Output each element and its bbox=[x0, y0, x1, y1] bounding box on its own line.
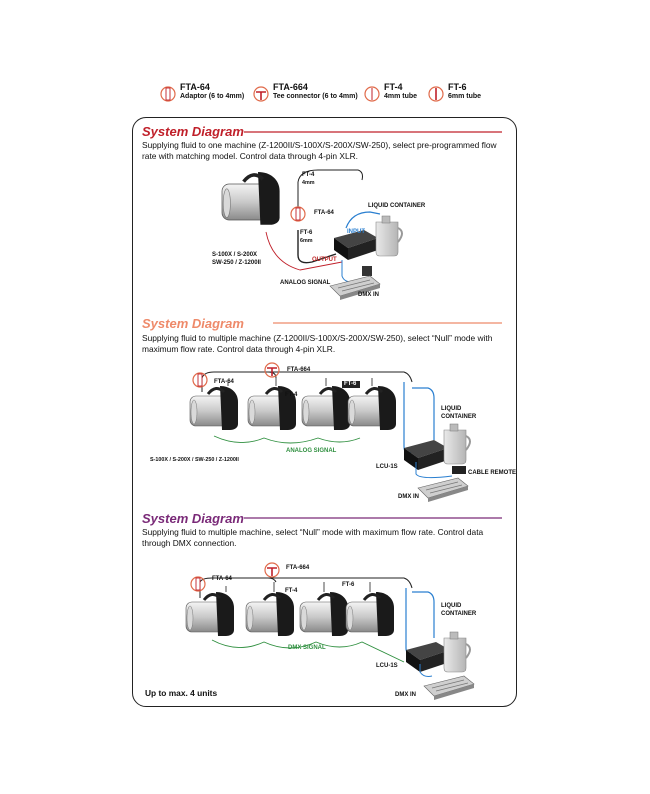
s1-output-label: OUTPUT bbox=[312, 257, 337, 263]
section1-title: System Diagram bbox=[142, 124, 244, 139]
section3-machine-1 bbox=[184, 590, 236, 638]
tube-icon bbox=[364, 86, 380, 102]
s1-liquid-container-label: LIQUID CONTAINER bbox=[368, 203, 426, 209]
s2-models-label: S-100X / S-200X / SW-250 / Z-1200II bbox=[150, 457, 239, 463]
section3-machine-3 bbox=[298, 590, 350, 638]
s3-dmx-in-label: DMX IN bbox=[395, 692, 416, 698]
section3-machine-4 bbox=[344, 590, 396, 638]
s3-ft4-label: FT-4 bbox=[285, 588, 298, 594]
section2-title: System Diagram bbox=[142, 316, 244, 331]
section3-machine-2 bbox=[244, 590, 296, 638]
s1-models-label-2: SW-250 / Z-1200II bbox=[212, 260, 261, 266]
s1-fta64-label: FTA-64 bbox=[314, 210, 334, 216]
s1-ft6-size: 6mm bbox=[300, 238, 313, 244]
legend-desc: Adaptor (6 to 4mm) bbox=[180, 93, 245, 100]
s3-container-label: CONTAINER bbox=[441, 611, 477, 617]
s3-dmx-signal-label: DMX SIGNAL bbox=[288, 645, 326, 651]
section3-title: System Diagram bbox=[142, 511, 244, 526]
s3-fta64-label: FTA-64 bbox=[212, 576, 232, 582]
tube-icon bbox=[428, 86, 444, 102]
section1-description: Supplying fluid to one machine (Z-1200II… bbox=[142, 140, 497, 161]
s2-container-label: CONTAINER bbox=[441, 414, 477, 420]
s1-input-label: INPUT bbox=[347, 229, 365, 235]
legend-code: FTA-664 bbox=[273, 82, 308, 92]
legend-code: FT-4 bbox=[384, 82, 403, 92]
s1-models-label: S-100X / S-200X bbox=[212, 252, 258, 258]
s2-dmx-in-label: DMX IN bbox=[398, 494, 419, 500]
s3-fta664-label: FTA-664 bbox=[286, 565, 310, 571]
tee-connector-icon bbox=[253, 86, 269, 102]
accessory-legend: FTA-64 Adaptor (6 to 4mm) FTA-664 Tee co… bbox=[0, 82, 650, 112]
section2-description: Supplying fluid to multiple machine (Z-1… bbox=[142, 333, 493, 354]
s1-dmx-in-label: DMX IN bbox=[358, 292, 379, 298]
s1-ft4-label: FT-4 bbox=[302, 172, 315, 178]
s2-cable-remote-label: CABLE REMOTE bbox=[468, 470, 516, 476]
s3-liquid-label: LIQUID bbox=[441, 603, 462, 609]
legend-desc: 6mm tube bbox=[448, 93, 482, 100]
section1-machine bbox=[220, 170, 282, 227]
adaptor-icon bbox=[160, 86, 176, 102]
s2-ft6-label: FT-6 bbox=[344, 381, 357, 387]
s2-fta664-label: FTA-664 bbox=[287, 367, 311, 373]
legend-code: FTA-64 bbox=[180, 82, 210, 92]
diagram-frame bbox=[132, 117, 517, 707]
section2-machine-3 bbox=[300, 384, 352, 432]
legend-desc: Tee connector (6 to 4mm) bbox=[273, 93, 358, 100]
max-units-note: Up to max. 4 units bbox=[145, 688, 218, 698]
s2-analog-signal-label: ANALOG SIGNAL bbox=[286, 448, 337, 454]
s1-ft6-label: FT-6 bbox=[300, 230, 313, 236]
s2-fta64-label: FTA-64 bbox=[214, 379, 234, 385]
s3-lcu-label: LCU-1S bbox=[376, 663, 398, 669]
legend-code: FT-6 bbox=[448, 82, 467, 92]
s2-liquid-label: LIQUID bbox=[441, 406, 462, 412]
section3-description: Supplying fluid to multiple machine, sel… bbox=[142, 527, 484, 548]
s1-ft4-size: 4mm bbox=[302, 180, 315, 186]
section2-machine-1 bbox=[188, 384, 240, 432]
legend-desc: 4mm tube bbox=[384, 93, 418, 100]
s2-lcu-label: LCU-1S bbox=[376, 464, 398, 470]
s2-ft4-label: FT-4 bbox=[285, 392, 298, 398]
s3-ft6-label: FT-6 bbox=[342, 582, 355, 588]
s1-analog-signal-label: ANALOG SIGNAL bbox=[280, 280, 331, 286]
section2-machine-4 bbox=[346, 384, 398, 432]
